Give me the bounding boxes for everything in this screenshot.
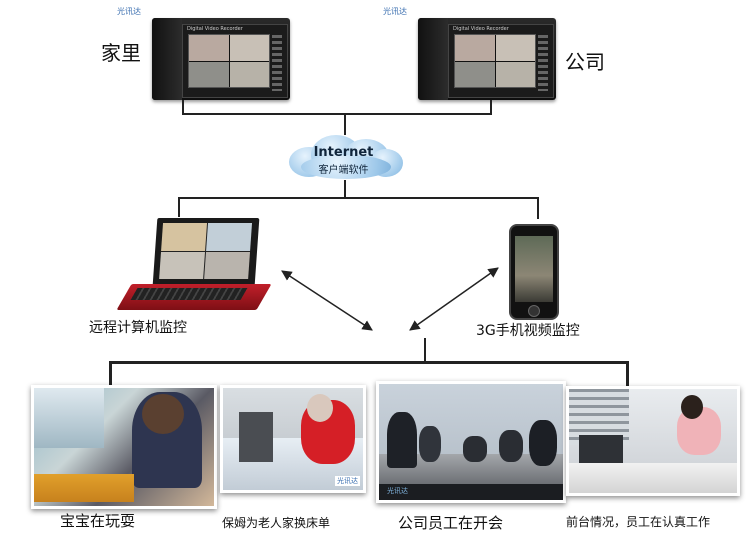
arrow-phone xyxy=(409,267,499,331)
caption-reception: 前台情况，员工在认真工作 xyxy=(566,515,711,529)
home-label: 家里 xyxy=(101,41,141,65)
internet-cloud: Internet 客户端软件 xyxy=(281,133,406,181)
connector-line xyxy=(424,338,426,362)
dvr-office: Digital Video Recorder xyxy=(418,18,556,100)
laptop-label: 远程计算机监控 xyxy=(89,320,187,336)
dvr-brand: Digital Video Recorder xyxy=(453,26,509,32)
connector-line xyxy=(178,197,180,217)
brand-logo-scene3: 光讯达 xyxy=(385,486,410,496)
phone-label: 3G手机视频监控 xyxy=(476,323,580,339)
internet-title: Internet xyxy=(313,145,374,160)
connector-line xyxy=(344,180,346,198)
arrow-laptop xyxy=(281,270,373,331)
connector-line xyxy=(109,361,629,364)
connector-line xyxy=(182,113,492,115)
dvr-screen xyxy=(188,34,270,88)
photo-reception xyxy=(566,386,740,496)
dvr-buttons xyxy=(272,35,282,91)
connector-line xyxy=(537,197,539,219)
caption-baby: 宝宝在玩耍 xyxy=(60,512,136,530)
connector-line xyxy=(182,100,184,114)
dvr-home: Digital Video Recorder xyxy=(152,18,290,100)
dvr-screen xyxy=(454,34,536,88)
dvr-brand: Digital Video Recorder xyxy=(187,26,243,32)
brand-logo-scene2: 光讯达 xyxy=(335,476,360,486)
connector-line xyxy=(109,361,112,387)
brand-logo-right: 光讯达 xyxy=(383,7,407,16)
caption-nanny: 保姆为老人家换床单 xyxy=(222,516,331,530)
client-software-label: 客户端软件 xyxy=(318,165,369,176)
connector-line xyxy=(490,100,492,114)
caption-meeting: 公司员工在开会 xyxy=(398,514,504,532)
phone-icon xyxy=(509,224,559,320)
dvr-buttons xyxy=(538,35,548,91)
office-label: 公司 xyxy=(565,50,605,74)
photo-nanny-elder: 光讯达 xyxy=(220,385,366,493)
connector-line xyxy=(178,197,539,199)
connector-line xyxy=(344,113,346,135)
connector-line xyxy=(626,361,629,387)
photo-baby-playing xyxy=(31,385,217,509)
photo-meeting: 光讯达 xyxy=(376,381,566,503)
brand-logo-left: 光讯达 xyxy=(117,7,141,16)
